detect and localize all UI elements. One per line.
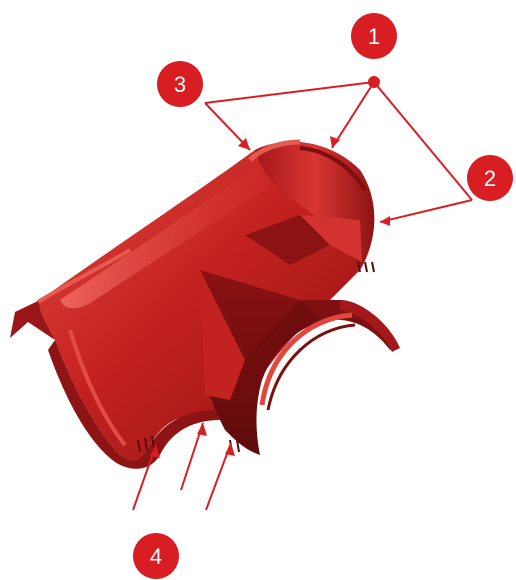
arrowhead-4c	[225, 443, 235, 456]
callout-badge-4: 4	[133, 533, 179, 579]
callout-badge-4-label: 4	[150, 544, 162, 569]
callout-badge-2: 2	[467, 155, 513, 201]
callout-1-line-b	[374, 82, 472, 200]
ridge-tee-piece	[10, 142, 400, 469]
callout-badge-1-label: 1	[368, 24, 380, 49]
callout-3-line-a	[205, 82, 374, 103]
callout-badge-3: 3	[157, 61, 203, 107]
callout-badge-2-label: 2	[484, 166, 496, 191]
callout-badge-1: 1	[351, 13, 397, 59]
callout-1-line-a	[332, 82, 374, 148]
arrowhead-4b	[197, 423, 207, 436]
callout-badge-3-label: 3	[174, 72, 186, 97]
callout-2-line	[380, 200, 472, 222]
